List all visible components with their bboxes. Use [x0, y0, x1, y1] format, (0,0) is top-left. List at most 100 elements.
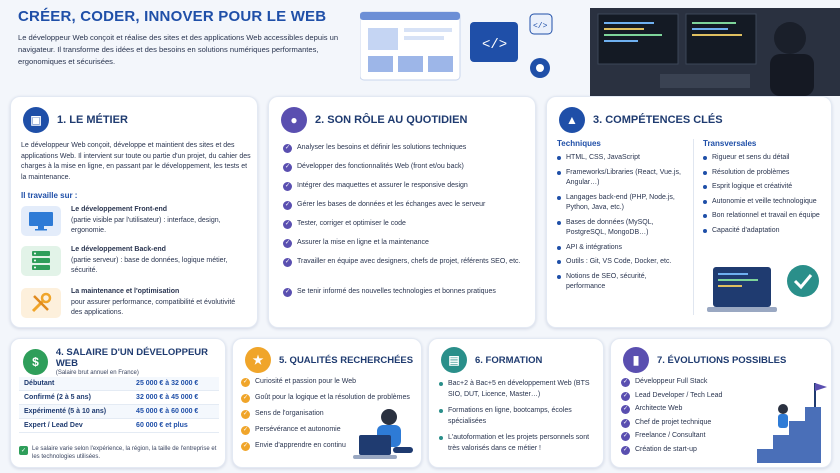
qualite-item: ✓Goût pour la logique et la résolution d… [241, 394, 410, 403]
role-item: ✓Analyser les besoins et définir les sol… [283, 144, 467, 153]
check-icon: ✓ [241, 378, 250, 387]
qualite-item: ✓Curiosité et passion pour le Web [241, 378, 357, 387]
evolution-item: ✓Lead Developer / Tech Lead [621, 391, 723, 401]
trans-item: Autonomie et veille technologique [703, 197, 825, 208]
table-row: Expérimenté (5 à 10 ans)45 000 € à 60 00… [19, 404, 219, 419]
evolution-item: ✓Freelance / Consultant [621, 432, 706, 441]
role-item: ✓Tester, corriger et optimiser le code [283, 220, 406, 229]
tech-item: Bases de données (MySQL, PostgreSQL, Mon… [557, 218, 687, 239]
card-role-title: 2. SON RÔLE AU QUOTIDIEN [315, 114, 468, 126]
check-icon: ✓ [283, 258, 292, 267]
check-icon: ✓ [621, 378, 630, 387]
svg-text:</>: </> [533, 22, 548, 31]
formation-item: Bac+2 à Bac+5 en développement Web (BTS … [439, 379, 599, 400]
card-formation-title: 6. FORMATION [475, 354, 543, 366]
metier-item-frontend: Le développement Front-end (partie visib… [21, 205, 251, 237]
check-icon: ✓ [621, 445, 630, 455]
trans-heading: Transversales [703, 139, 757, 148]
check-icon: ✓ [283, 201, 292, 210]
table-row: Confirmé (2 à 5 ans)32 000 € à 45 000 € [19, 390, 219, 405]
tech-list: HTML, CSS, JavaScript Frameworks/Librari… [557, 153, 687, 297]
role-item: ✓Développer des fonctionnalités Web (fro… [283, 163, 464, 172]
page-title: CRÉER, CODER, INNOVER POUR LE WEB [18, 8, 327, 25]
role-item: ✓Assurer la mise en ligne et la maintena… [283, 239, 429, 248]
check-icon: ✓ [621, 432, 630, 441]
check-icon: ✓ [621, 418, 630, 428]
tools-icon [21, 287, 61, 318]
salaire-note: ✓ Le salaire varie selon l'expérience, l… [19, 446, 217, 461]
card-formation: ▤ 6. FORMATION Bac+2 à Bac+5 en développ… [428, 338, 604, 468]
trans-item: Rigueur et sens du détail [703, 153, 825, 164]
qualites-list: ✓Curiosité et passion pour le Web ✓Goût … [241, 377, 417, 457]
evolution-item: ✓Chef de projet technique [621, 418, 712, 428]
maintenance-title: La maintenance et l'optimisation [71, 288, 180, 295]
card-salaire-title: 4. SALAIRE D'UN DÉVELOPPEUR WEB [55, 347, 209, 369]
frontend-title: Le développement Front-end [71, 206, 168, 213]
evolutions-list: ✓Développeur Full Stack ✓Lead Developer … [621, 377, 751, 458]
growth-chart-icon: ▮ [623, 347, 649, 373]
card-metier-title: 1. LE MÉTIER [57, 114, 128, 126]
evolution-item: ✓Création de start-up [621, 445, 697, 455]
trans-item: Résolution de problèmes [703, 168, 825, 179]
evolution-item: ✓Développeur Full Stack [621, 378, 708, 387]
salaire-subtitle: (Salaire brut annuel en France) [55, 370, 139, 376]
trans-item: Capacité d'adaptation [703, 226, 825, 237]
card-evolutions: ▮ 7. ÉVOLUTIONS POSSIBLES ✓Développeur F… [610, 338, 832, 468]
monitor-icon [21, 205, 61, 236]
check-icon: ✓ [241, 426, 250, 435]
metier-desc: Le développeur Web conçoit, développe et… [21, 142, 251, 181]
card-role: ● 2. SON RÔLE AU QUOTIDIEN ✓Analyser les… [268, 96, 536, 328]
svg-text:</>: </> [482, 37, 507, 53]
stairs-flag-icon [757, 383, 827, 463]
role-item: ✓Intégrer des maquettes et assurer le re… [283, 182, 468, 191]
check-icon: ✓ [621, 391, 630, 401]
qualite-item: ✓Persévérance et autonomie [241, 426, 341, 435]
tech-item: Notions de SEO, sécurité, performance [557, 272, 687, 293]
check-icon: ✓ [283, 144, 292, 153]
card-salaire: $ 4. SALAIRE D'UN DÉVELOPPEUR WEB (Salai… [10, 338, 226, 468]
intro-text: Le développeur Web conçoit et réalise de… [18, 33, 339, 66]
card-competences: ▲ 3. COMPÉTENCES CLÉS Techniques HTML, C… [546, 96, 832, 328]
card-qualites-title: 5. QUALITÉS RECHERCHÉES [279, 354, 414, 366]
backend-title: Le développement Back-end [71, 246, 166, 253]
tech-item: Frameworks/Libraries (React, Vue.js, Ang… [557, 168, 687, 189]
role-list: ✓Analyser les besoins et définir les sol… [283, 143, 527, 306]
graduation-cap-icon: ▲ [559, 107, 585, 133]
check-icon: ✓ [283, 288, 292, 297]
tech-item: HTML, CSS, JavaScript [557, 153, 687, 164]
card-qualites: ★ 5. QUALITÉS RECHERCHÉES ✓Curiosité et … [232, 338, 422, 468]
check-icon: ✓ [283, 239, 292, 248]
trans-list: Rigueur et sens du détail Résolution de … [703, 153, 825, 240]
briefcase-icon: ▣ [23, 107, 49, 133]
card-competences-title: 3. COMPÉTENCES CLÉS [593, 114, 723, 126]
check-icon: ✓ [241, 394, 250, 403]
check-icon: ✓ [621, 405, 630, 414]
role-item: ✓Travailler en équipe avec designers, ch… [283, 258, 521, 267]
user-icon: ● [281, 107, 307, 133]
card-metier: ▣ 1. LE MÉTIER Le développeur Web conçoi… [10, 96, 258, 328]
check-icon: ✓ [283, 163, 292, 172]
check-icon: ✓ [241, 442, 250, 451]
evolution-item: ✓Architecte Web [621, 405, 683, 414]
check-icon: ✓ [283, 220, 292, 229]
book-icon: ▤ [441, 347, 467, 373]
star-icon: ★ [245, 347, 271, 373]
tech-item: Outils : Git, VS Code, Docker, etc. [557, 257, 687, 268]
metier-item-backend: Le développement Back-end (partie serveu… [21, 245, 251, 277]
role-item: ✓Se tenir informé des nouvelles technolo… [283, 288, 496, 297]
hero-illustration: </> </> [360, 8, 840, 96]
formation-item: L'autoformation et les projets personnel… [439, 433, 599, 454]
server-icon [21, 245, 61, 276]
tech-heading: Techniques [557, 139, 601, 148]
tech-item: API & intégrations [557, 243, 687, 254]
card-evolutions-title: 7. ÉVOLUTIONS POSSIBLES [657, 354, 787, 366]
check-icon: ✓ [19, 446, 28, 455]
qualite-item: ✓Envie d'apprendre en continu [241, 442, 346, 451]
works-on-heading: Il travaille sur : [21, 191, 78, 200]
person-laptop-icon [353, 409, 413, 459]
trans-item: Esprit logique et créativité [703, 182, 825, 193]
tech-item: Langages back-end (PHP, Node.js, Python,… [557, 193, 687, 214]
